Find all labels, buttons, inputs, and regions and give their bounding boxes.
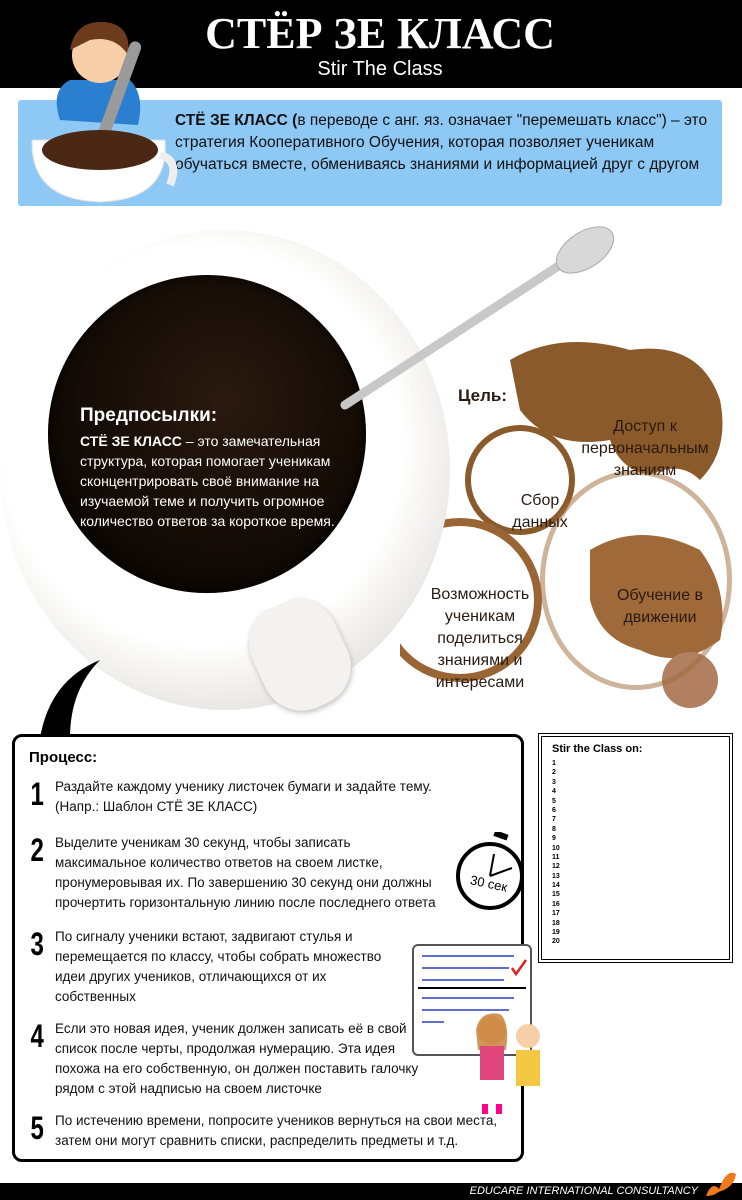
notebook-lines xyxy=(418,955,528,1023)
step-number: 4 xyxy=(30,1018,44,1054)
step-text: Если это новая идея, ученик должен запис… xyxy=(55,1021,419,1096)
goal-item: Сбор данных xyxy=(512,492,568,531)
step-text: По сигналу ученики встают, задвигают сту… xyxy=(55,929,382,1004)
worksheet-row: 18 xyxy=(552,919,560,927)
process-step: 3 По сигналу ученики встают, задвигают ст… xyxy=(27,927,397,1007)
company-logo xyxy=(706,1172,736,1196)
spoon-icon xyxy=(340,226,615,410)
coffee-ring xyxy=(540,470,732,690)
process-step: 4 Если это новая идея, ученик должен запи… xyxy=(27,1019,419,1099)
worksheet-row: 16 xyxy=(552,900,560,908)
worksheet-row: 6 xyxy=(552,806,556,814)
step-number: 2 xyxy=(30,832,44,868)
worksheet-row: 7 xyxy=(552,816,556,824)
step-number: 3 xyxy=(30,926,44,962)
worksheet-row: 13 xyxy=(552,872,560,880)
page-title: СТЁР ЗЕ КЛАСС xyxy=(205,9,555,58)
worksheet-row: 15 xyxy=(552,891,560,899)
step-text: По истечению времени, попросите учеников… xyxy=(55,1113,498,1148)
step-text: Выделите ученикам 30 секунд, чтобы запис… xyxy=(55,835,436,910)
worksheet-row: 14 xyxy=(552,882,560,890)
worksheet-row: 4 xyxy=(552,788,556,796)
worksheet-row: 3 xyxy=(552,778,556,786)
goal-item: Доступ к первоначальным знаниям xyxy=(581,418,709,479)
process-step: 2 Выделите ученикам 30 секунд, чтобы запи… xyxy=(27,833,439,913)
intro-text: СТЁ ЗЕ КЛАСС (в переводе с анг. яз. озна… xyxy=(175,110,715,176)
worksheet-row: 2 xyxy=(552,769,556,777)
goal-item: Обучение в движении xyxy=(616,587,704,626)
intro-bold: СТЁ ЗЕ КЛАСС ( xyxy=(175,112,298,129)
worksheet-row: 20 xyxy=(552,938,560,946)
step-text: Раздайте каждому ученику листочек бумаги… xyxy=(55,779,432,814)
step-number: 5 xyxy=(30,1110,44,1146)
intro-body: в переводе с анг. яз. означает "перемеша… xyxy=(175,112,708,173)
process-step: 5 По истечению времени, попросите ученико… xyxy=(27,1111,517,1151)
worksheet-row: 5 xyxy=(552,797,556,805)
girls-illustration xyxy=(476,1013,540,1114)
worksheet-title: Stir the Class on: xyxy=(552,743,643,755)
worksheet-row: 19 xyxy=(552,929,560,937)
coffee xyxy=(48,275,366,593)
worksheet-row: 17 xyxy=(552,910,560,918)
process-heading: Процесс: xyxy=(29,749,98,766)
goal-label: Цель: xyxy=(458,386,507,405)
stopwatch-icon xyxy=(456,832,524,910)
boy-with-cup-illustration xyxy=(31,21,178,203)
speech-pointer xyxy=(40,660,100,738)
background-body: – это замечательная структура, которая п… xyxy=(80,433,335,529)
background-bold: СТЁ ЗЕ КЛАСС xyxy=(80,433,182,449)
footer-company: EDUCARE INTERNATIONAL CONSULTANCY xyxy=(0,1183,742,1200)
worksheet-row: 12 xyxy=(552,863,560,871)
background-heading: Предпосылки: xyxy=(80,405,218,426)
goal-item: Возможность ученикам поделиться знаниями… xyxy=(430,586,530,691)
worksheet-row: 1 xyxy=(552,760,556,767)
worksheet-row: 10 xyxy=(552,844,560,852)
step-number: 1 xyxy=(30,776,44,812)
background-section: Предпосылки: СТЁ ЗЕ КЛАСС – это замечате… xyxy=(80,405,350,531)
notes-illustration xyxy=(412,944,532,1056)
page-subtitle: Stir The Class xyxy=(317,58,443,80)
worksheet-row: 11 xyxy=(552,853,560,861)
process-step: 1 Раздайте каждому ученику листочек бумаг… xyxy=(27,777,467,817)
worksheet-row: 8 xyxy=(552,825,556,833)
background-text: СТЁ ЗЕ КЛАСС – это замечательная структу… xyxy=(80,431,350,531)
worksheet-row: 9 xyxy=(552,835,556,843)
